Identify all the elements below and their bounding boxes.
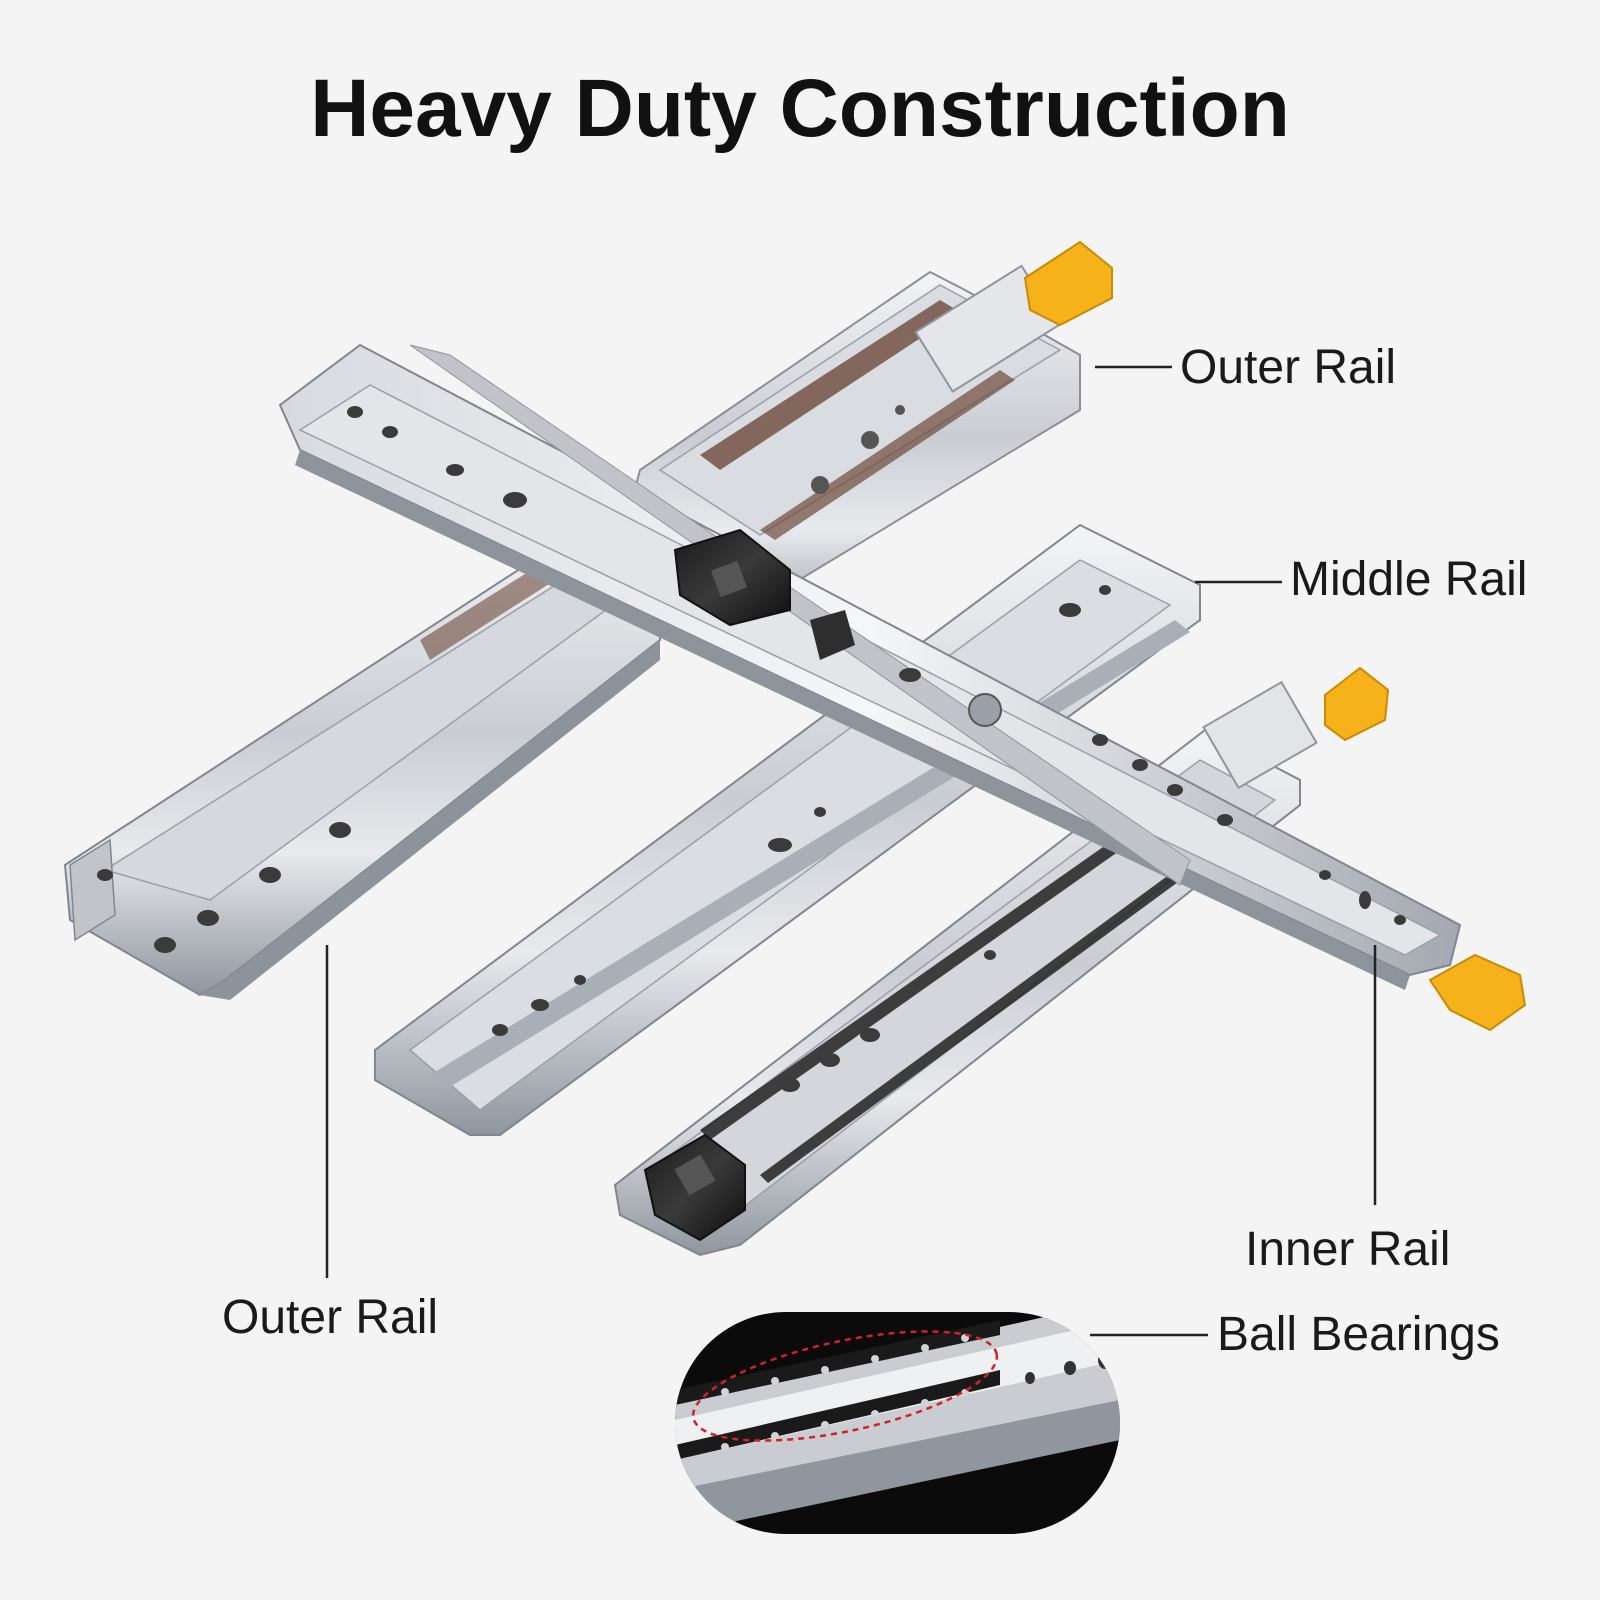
ball-bearings-inset xyxy=(675,1312,1120,1534)
label-outer-rail-top: Outer Rail xyxy=(1180,341,1397,394)
label-inner-rail: Inner Rail xyxy=(1245,1223,1451,1276)
bearing-callout-ring xyxy=(691,1330,999,1442)
inner-rail-diagonal xyxy=(278,343,1462,990)
lock-lever-middle xyxy=(1324,666,1390,742)
label-outer-rail-bottom: Outer Rail xyxy=(222,1291,439,1344)
leader-lines xyxy=(325,365,1377,1337)
lock-lever-bottom xyxy=(1428,953,1527,1032)
outer-rail-left-holes xyxy=(97,822,351,953)
lock-lever-top xyxy=(1023,240,1113,327)
clip-top xyxy=(673,528,791,627)
label-ball-bearings: Ball Bearings xyxy=(1217,1308,1500,1361)
label-middle-rail: Middle Rail xyxy=(1290,553,1528,606)
outer-rail-left xyxy=(63,518,661,1000)
inner-rail-lower xyxy=(613,680,1318,1257)
page-title: Heavy Duty Construction xyxy=(310,63,1290,154)
clip-bottom xyxy=(643,1133,746,1242)
